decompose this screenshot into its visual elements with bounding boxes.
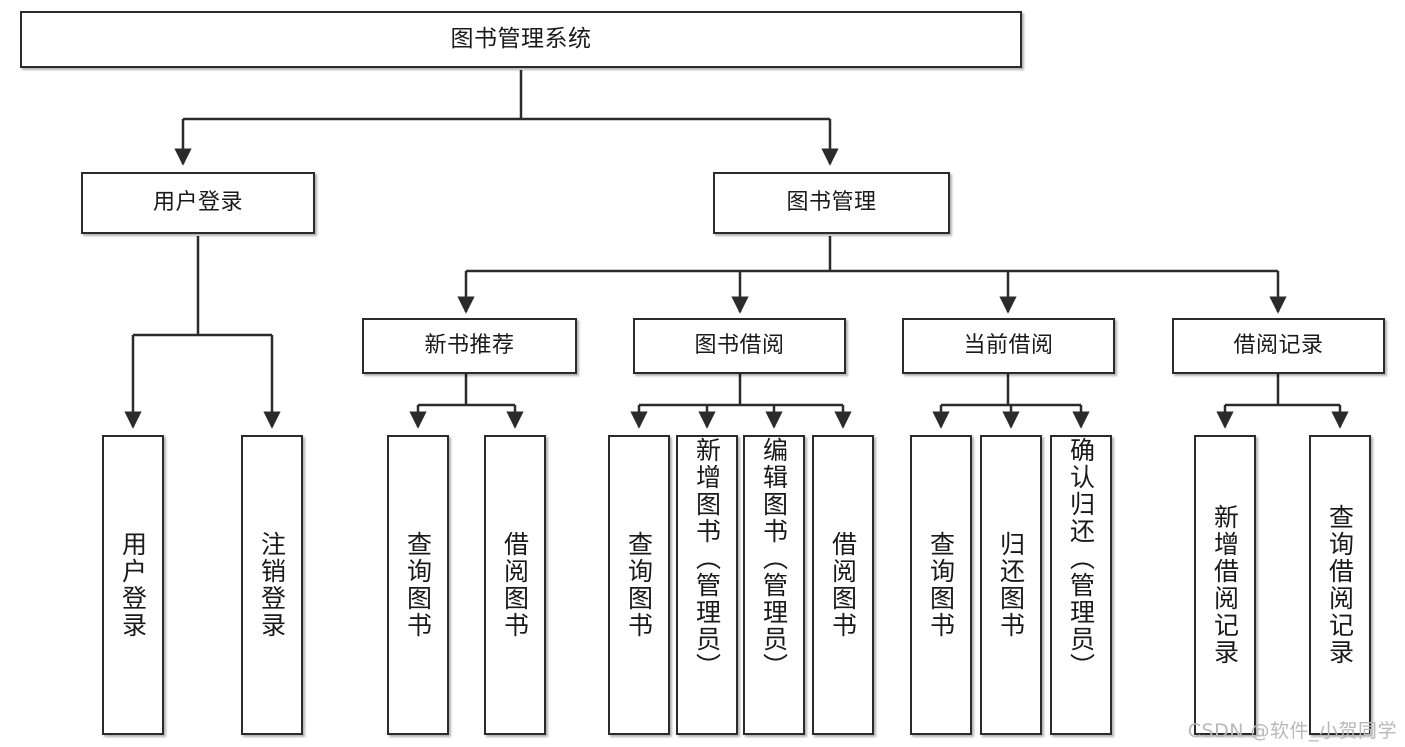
- node-label: 新增图书（管理员）: [692, 437, 722, 680]
- node-label: 查询图书: [403, 531, 433, 639]
- node-label: 查询图书: [624, 531, 654, 639]
- leaf-query-book-newbook[interactable]: 查询图书: [387, 435, 449, 735]
- leaf-add-book-admin[interactable]: 新增图书（管理员）: [676, 435, 738, 735]
- leaf-user-login[interactable]: 用户登录: [102, 435, 164, 735]
- node-label: 查询图书: [926, 531, 956, 639]
- node-label: 用户登录: [152, 189, 243, 215]
- node-label: 注销登录: [257, 531, 287, 639]
- node-borrowing-record[interactable]: 借阅记录: [1172, 318, 1385, 374]
- node-label: 图书管理: [786, 189, 877, 215]
- node-label: 图书管理系统: [450, 25, 592, 52]
- leaf-add-borrow-record[interactable]: 新增借阅记录: [1194, 435, 1256, 735]
- leaf-logout[interactable]: 注销登录: [241, 435, 303, 735]
- node-label: 归还图书: [996, 531, 1026, 639]
- node-label: 借阅图书: [500, 531, 530, 639]
- node-label: 用户登录: [118, 531, 148, 639]
- node-label: 查询借阅记录: [1325, 504, 1355, 666]
- node-label: 编辑图书（管理员）: [759, 437, 789, 680]
- node-new-book-recommendation[interactable]: 新书推荐: [362, 318, 577, 374]
- leaf-query-book-borrow[interactable]: 查询图书: [608, 435, 670, 735]
- watermark: CSDN @软件_小贺同学: [1187, 720, 1397, 742]
- node-book-borrowing[interactable]: 图书借阅: [633, 318, 846, 374]
- node-label: 确认归还（管理员）: [1066, 437, 1096, 680]
- leaf-borrow-book-newbook[interactable]: 借阅图书: [484, 435, 546, 735]
- node-book-management[interactable]: 图书管理: [713, 172, 950, 234]
- node-label: 图书借阅: [694, 332, 785, 358]
- node-current-borrowing[interactable]: 当前借阅: [902, 318, 1115, 374]
- node-label: 借阅图书: [828, 531, 858, 639]
- node-root-book-management-system[interactable]: 图书管理系统: [20, 11, 1022, 68]
- node-label: 新增借阅记录: [1210, 504, 1240, 666]
- leaf-query-borrow-record[interactable]: 查询借阅记录: [1309, 435, 1371, 735]
- leaf-borrow-book[interactable]: 借阅图书: [812, 435, 874, 735]
- leaf-query-book-current[interactable]: 查询图书: [910, 435, 972, 735]
- node-label: 当前借阅: [963, 332, 1054, 358]
- node-label: 借阅记录: [1233, 332, 1324, 358]
- leaf-edit-book-admin[interactable]: 编辑图书（管理员）: [743, 435, 805, 735]
- leaf-return-book[interactable]: 归还图书: [980, 435, 1042, 735]
- node-label: 新书推荐: [424, 332, 515, 358]
- leaf-confirm-return-admin[interactable]: 确认归还（管理员）: [1050, 435, 1112, 735]
- node-user-login[interactable]: 用户登录: [81, 172, 315, 234]
